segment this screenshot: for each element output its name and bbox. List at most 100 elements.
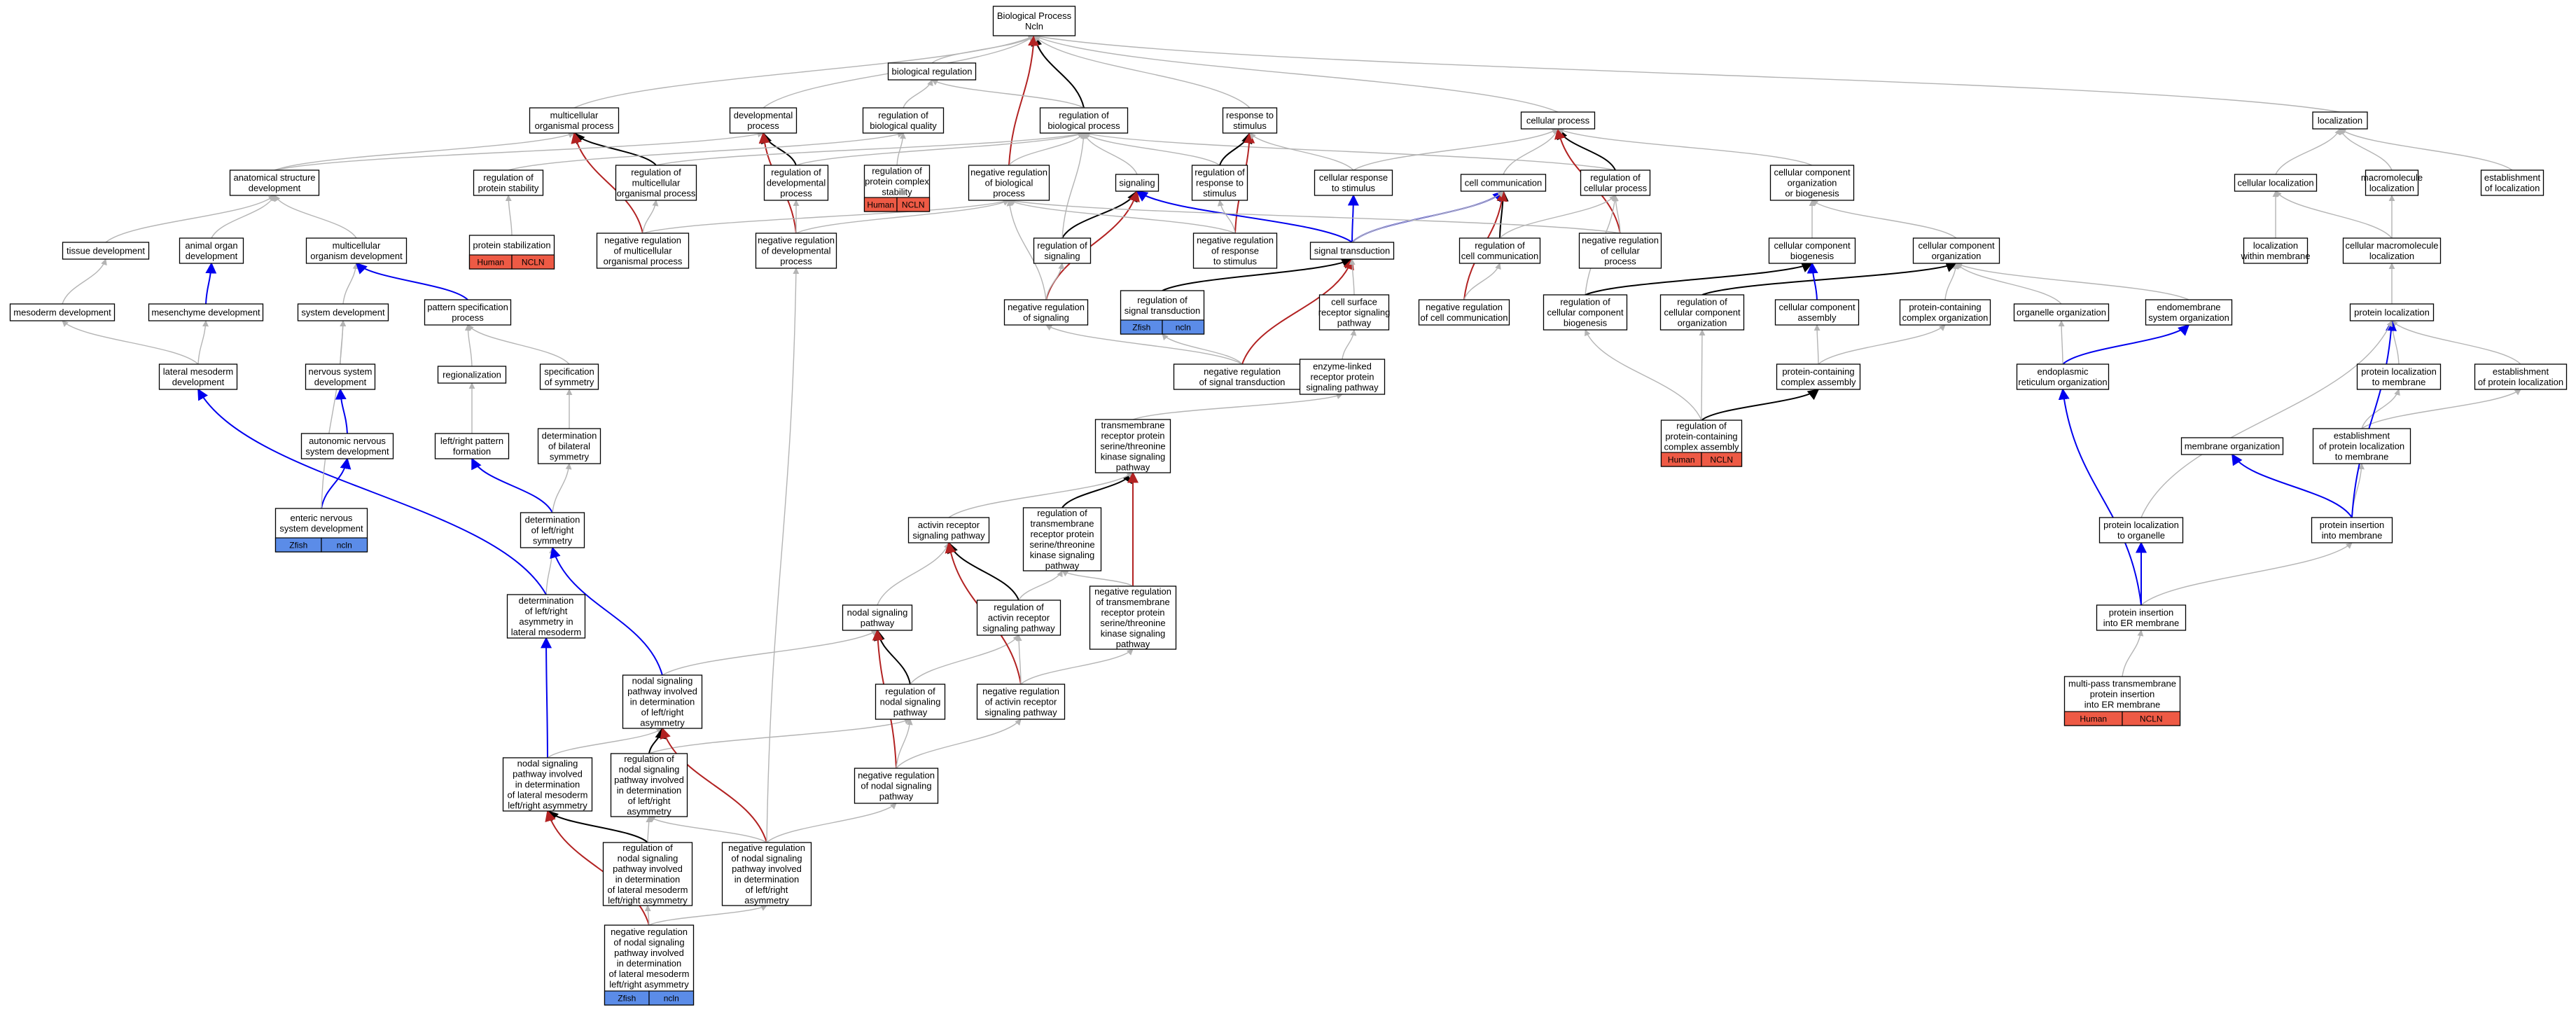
node-loc[interactable]: localization: [2312, 111, 2368, 130]
edge-nrbp-is-a-rbp: [1008, 132, 1085, 166]
node-cp[interactable]: cellular process: [1520, 111, 1596, 130]
node-mesd[interactable]: mesoderm development: [9, 303, 116, 321]
node-td[interactable]: tissue development: [62, 242, 150, 260]
node-cl[interactable]: cellular localization: [2234, 174, 2318, 192]
node-label-line: regulation of: [631, 167, 681, 178]
node-pl[interactable]: protein localization: [2349, 303, 2435, 321]
node-label-line: activin receptor: [988, 613, 1050, 623]
human-tag-cell: [2122, 711, 2181, 726]
node-mchd[interactable]: mesenchyme development: [148, 303, 264, 321]
node-box: [1318, 294, 1390, 331]
node-sig[interactable]: signaling: [1115, 174, 1160, 192]
node-st[interactable]: signal transduction: [1309, 242, 1395, 260]
node-label-line: protein localization: [2103, 520, 2179, 530]
node-regz[interactable]: regionalization: [437, 366, 507, 384]
node-sysd[interactable]: system development: [297, 303, 389, 321]
node-cc[interactable]: cell communication: [1460, 174, 1547, 192]
node-box: [1094, 419, 1171, 473]
node-memo[interactable]: membrane organization: [2180, 437, 2284, 455]
node-label-line: symmetry: [533, 536, 573, 546]
node-breg[interactable]: biological regulation: [887, 62, 977, 81]
node-oo[interactable]: organelle organization: [2013, 303, 2110, 321]
